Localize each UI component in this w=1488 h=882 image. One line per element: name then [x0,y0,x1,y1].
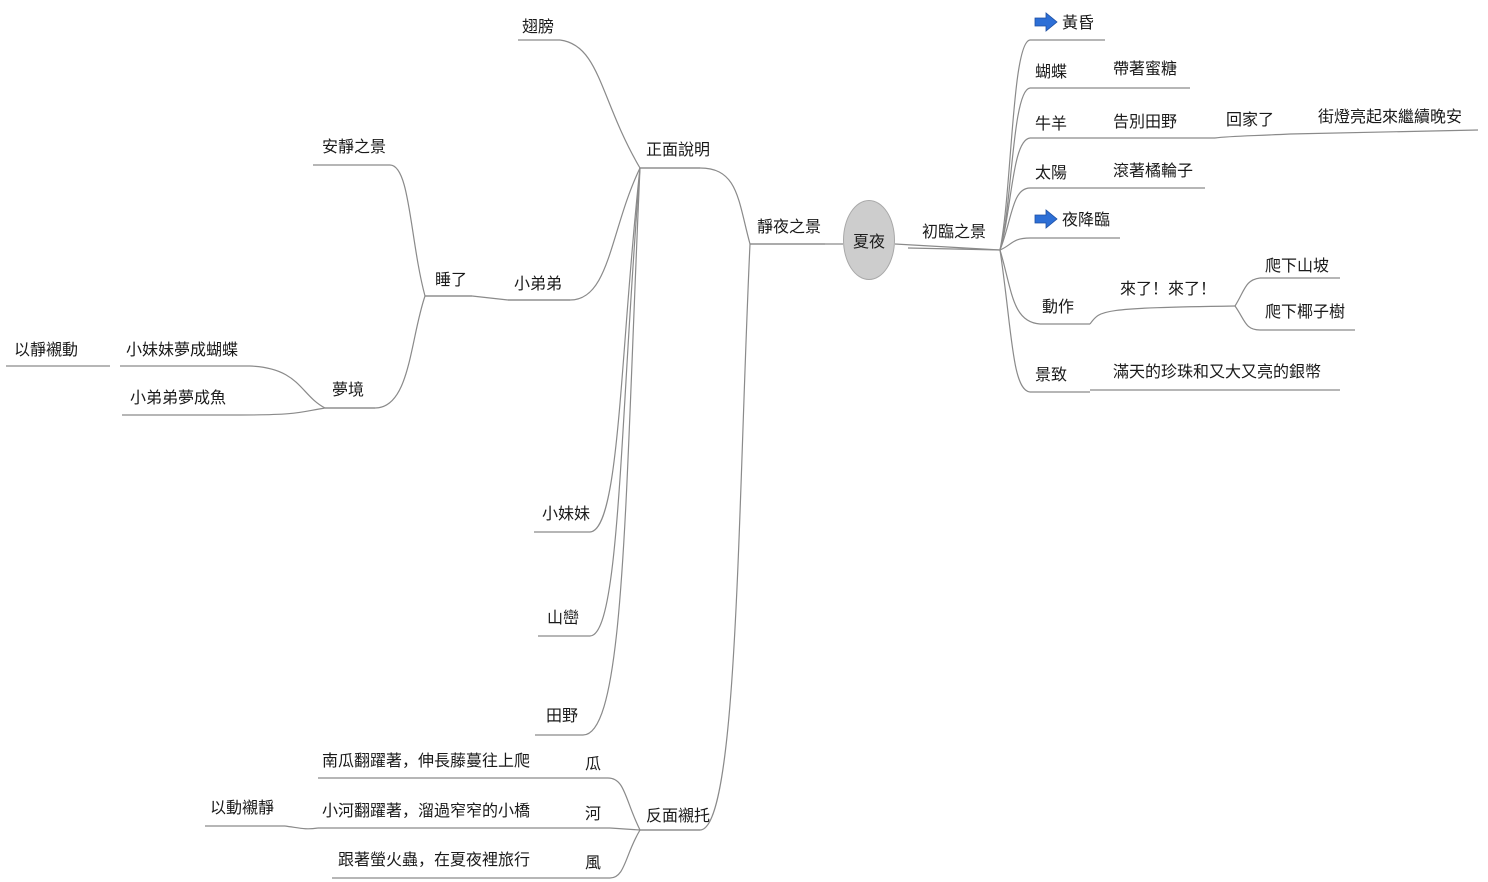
node-sister-dream[interactable]: 小妹妹夢成蝴蝶 [126,340,239,359]
node-butterfly[interactable]: 蝴蝶 [1035,62,1068,81]
node-feather[interactable]: 翅膀 [522,17,555,36]
node-little-brother[interactable]: 小弟弟 [514,274,563,293]
node-action-detail[interactable]: 來了！來了！ [1120,279,1217,298]
center-node-label: 夏夜 [852,232,885,251]
node-brother-dream[interactable]: 小弟弟夢成魚 [130,388,227,407]
node-asleep[interactable]: 睡了 [435,270,468,289]
node-move-to-still[interactable]: 以動襯靜 [210,798,275,817]
node-quiet-scene[interactable]: 安靜之景 [322,137,387,156]
node-dream[interactable]: 夢境 [332,380,365,399]
node-ox-detail-3[interactable]: 街燈亮起來繼續晚安 [1318,107,1463,126]
node-contrast[interactable]: 反面襯托 [646,806,711,825]
node-mountain[interactable]: 山巒 [547,608,580,627]
node-scenery[interactable]: 景致 [1035,365,1068,384]
node-melon-detail[interactable]: 南瓜翻躍著，伸長藤蔓往上爬 [322,751,531,770]
node-ox-detail[interactable]: 告別田野 [1113,112,1178,131]
node-wind[interactable]: 風 [585,853,602,872]
node-river-detail[interactable]: 小河翻躍著，溜過窄窄的小橋 [322,801,531,820]
node-sun-detail[interactable]: 滾著橘輪子 [1113,161,1194,180]
node-wind-detail[interactable]: 跟著螢火蟲，在夏夜裡旅行 [338,850,531,869]
node-ox[interactable]: 牛羊 [1035,114,1068,133]
node-action-a[interactable]: 爬下山坡 [1265,256,1330,275]
node-little-sister[interactable]: 小妹妹 [542,504,591,523]
node-quiet-night[interactable]: 靜夜之景 [757,217,822,236]
node-river[interactable]: 河 [585,804,602,823]
center-node[interactable]: 夏夜 [843,200,895,280]
node-action-b[interactable]: 爬下椰子樹 [1265,302,1346,321]
node-scenery-detail[interactable]: 滿天的珍珠和又大又亮的銀幣 [1113,362,1322,381]
node-ox-detail-2[interactable]: 回家了 [1226,110,1275,129]
arrow-right-icon [1034,12,1058,32]
node-positive-desc[interactable]: 正面說明 [646,140,711,159]
node-action[interactable]: 動作 [1042,297,1075,316]
node-field[interactable]: 田野 [546,706,579,725]
node-night-falls[interactable]: 夜降臨 [1062,210,1111,229]
node-butterfly-detail[interactable]: 帶著蜜糖 [1113,59,1178,78]
node-still-to-move[interactable]: 以靜襯動 [14,340,79,359]
node-first-scene[interactable]: 初臨之景 [922,222,987,241]
node-dusk[interactable]: 黃昏 [1062,13,1095,32]
node-sun[interactable]: 太陽 [1035,163,1068,182]
arrow-right-icon [1034,209,1058,229]
node-melon[interactable]: 瓜 [585,754,602,773]
